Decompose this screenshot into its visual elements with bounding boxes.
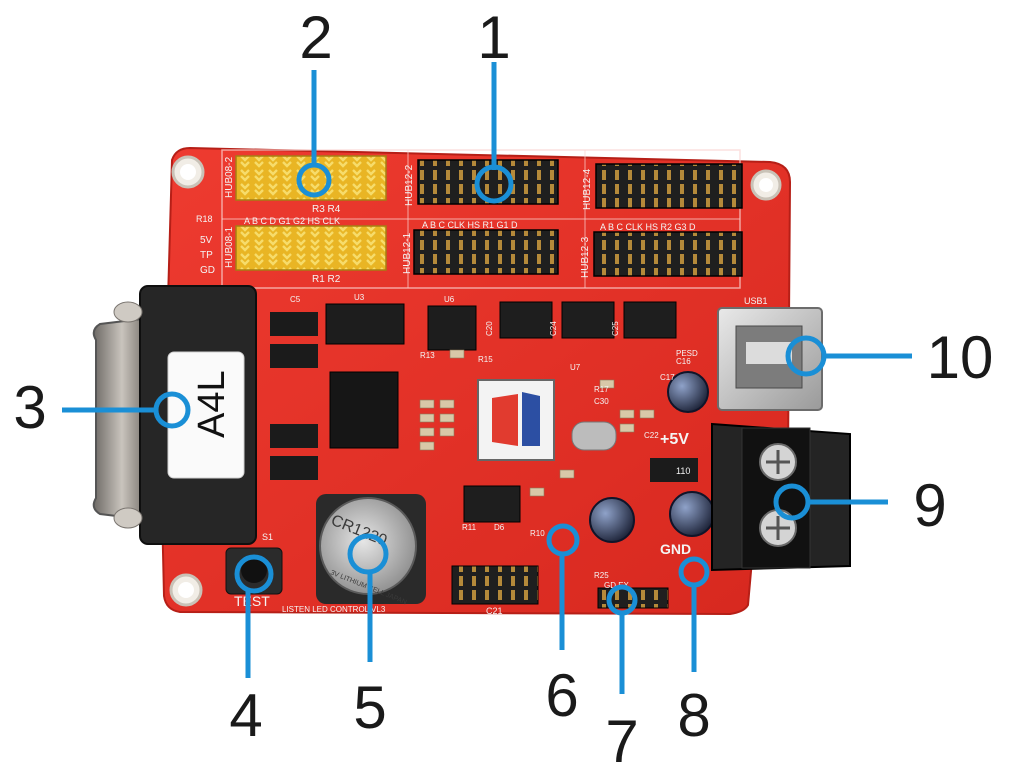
callout-number-5: 5 [353,674,387,741]
ic-c [623,301,677,339]
silk-plus5v: +5V [660,431,689,448]
callout-number-10: 10 [926,324,994,391]
silk-c30: C30 [594,397,609,406]
silk-c21: C21 [486,606,503,616]
callout-number-8: 8 [677,682,711,749]
callout-number-7: 7 [605,708,639,775]
ic-b [561,301,615,339]
silk-d6: D6 [494,523,505,532]
silk-hub12-1: HUB12-1 [402,232,413,274]
callout-number-1: 1 [477,4,511,71]
ic-a [499,301,553,339]
silk-hub08-pins: A B C D G1 G2 HS CLK [244,216,340,226]
silk-c20: C20 [485,321,494,336]
silk-tp: TP [200,250,213,261]
hub12-1-header [413,229,559,275]
callout-number-9: 9 [913,472,947,539]
silk-c24: C24 [549,321,558,336]
callout-ring-4 [234,554,274,594]
callout-number-3: 3 [13,374,47,441]
callout-ring-2 [296,162,332,198]
silk-hub12-pins-3: A B C CLK HS R2 G3 D [600,222,696,232]
hub12-4-header [595,163,743,209]
silk-hub12-3: HUB12-3 [580,236,591,278]
silk-r17: R17 [594,385,609,394]
dip-chip [329,371,399,449]
silk-110: 110 [676,466,690,476]
callout-ring-10 [785,335,827,377]
silk-pesd: PESD [676,349,698,358]
silk-hub12-pins-1: A B C CLK HS R1 G1 D [422,220,518,230]
hub08-1-header [235,225,387,271]
callout-ring-8 [678,556,710,588]
silk-hub12-2: HUB12-2 [404,164,415,206]
callout-lines [62,62,912,694]
silk-hub08-2: HUB08-2 [224,156,235,198]
silk-u7: U7 [570,363,581,372]
silk-hub08-1: HUB08-1 [224,226,235,268]
silk-hub12-4: HUB12-4 [582,168,593,210]
silk-c25: C25 [611,321,620,336]
cap-c17 [667,371,709,413]
silk-r25: R25 [594,571,609,580]
silk-c16: C16 [676,357,691,366]
silk-u3: U3 [354,293,365,302]
bottom-header [451,565,539,605]
u6-chip [427,305,477,351]
silk-test: TEST [234,593,270,609]
callout-number-6: 6 [545,662,579,729]
silk-r11: R11 [462,523,477,532]
callout-ring-7 [606,584,638,616]
silk-bottom: LISTEN LED CONTROL VL3 [282,605,386,614]
callout-ring-3 [153,391,191,429]
silk-usb1: USB1 [744,296,768,306]
callout-ring-9 [773,483,811,521]
silk-r13: R13 [420,351,435,360]
silk-c5: C5 [290,295,301,304]
silk-s1: S1 [262,532,273,542]
db9-sticker [167,351,245,479]
silk-r18: R18 [196,214,213,224]
callout-ring-6 [546,523,580,557]
cap-right [669,491,715,537]
silk-r3r4: R3 R4 [312,204,341,215]
crystal [571,421,617,451]
silk-c22: C22 [644,431,659,440]
callout-ring-5 [347,533,389,575]
silk-u6: U6 [444,295,455,304]
silk-gd: GD [200,265,215,276]
callout-number-4: 4 [229,682,263,749]
silk-r15: R15 [478,355,493,364]
ic-lower [463,485,521,523]
silk-r1r2: R1 R2 [312,274,341,285]
u3-chip [325,303,405,345]
db9-model-label: A4L [191,370,233,438]
callout-ring-1 [474,164,514,204]
silk-5v: 5V [200,235,213,246]
silk-c17: C17 [660,373,675,382]
callout-number-2: 2 [299,4,333,71]
silk-r10: R10 [530,529,545,538]
silk-gnd: GND [660,541,691,557]
cap-center [589,497,635,543]
hub12-3-header [593,231,743,277]
